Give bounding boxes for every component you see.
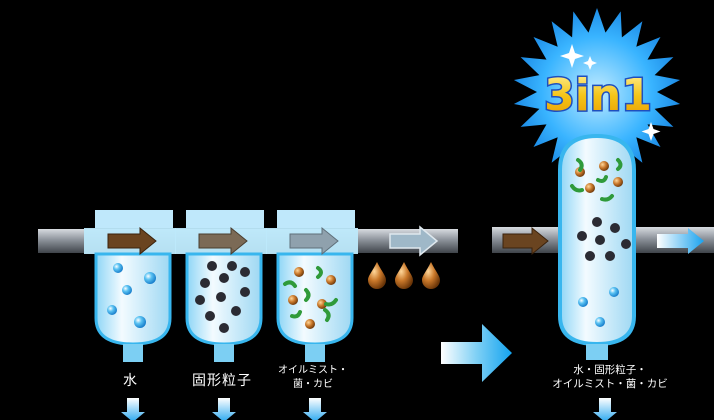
flow-arrow-out [657, 228, 704, 254]
drain-arrow-combined [593, 398, 617, 420]
label-oil-bacteria: オイルミスト・ 菌・カビ [262, 364, 364, 392]
label-combined-line1: 水・固形粒子・ [573, 364, 647, 376]
label-oil-line2: 菌・カビ [293, 379, 333, 390]
drain-arrow-1 [121, 398, 145, 420]
label-oil-line1: オイルミスト・ [278, 365, 348, 376]
oil-drops [368, 262, 440, 289]
filter-combined [558, 133, 636, 360]
label-combined: 水・固形粒子・ オイルミスト・菌・カビ [540, 363, 680, 391]
label-solid-particles: 固形粒子 [192, 373, 252, 389]
flow-arrow-1 [107, 226, 157, 256]
transition-arrow [441, 324, 512, 382]
flow-arrow-2 [198, 226, 248, 256]
drain-arrow-3 [303, 398, 327, 420]
label-water: 水 [123, 373, 137, 389]
filter-oil [266, 210, 358, 362]
badge-burst [513, 8, 681, 176]
flow-arrow-4 [389, 225, 439, 257]
label-combined-line2: オイルミスト・菌・カビ [552, 378, 668, 390]
badge-text: 3in1 [544, 70, 652, 121]
filter-water [84, 210, 176, 362]
sparkles [560, 44, 661, 141]
drain-arrow-2 [212, 398, 236, 420]
filter-solid [175, 210, 267, 362]
flow-arrow-3 [289, 226, 339, 256]
flow-arrow-in [502, 226, 549, 256]
